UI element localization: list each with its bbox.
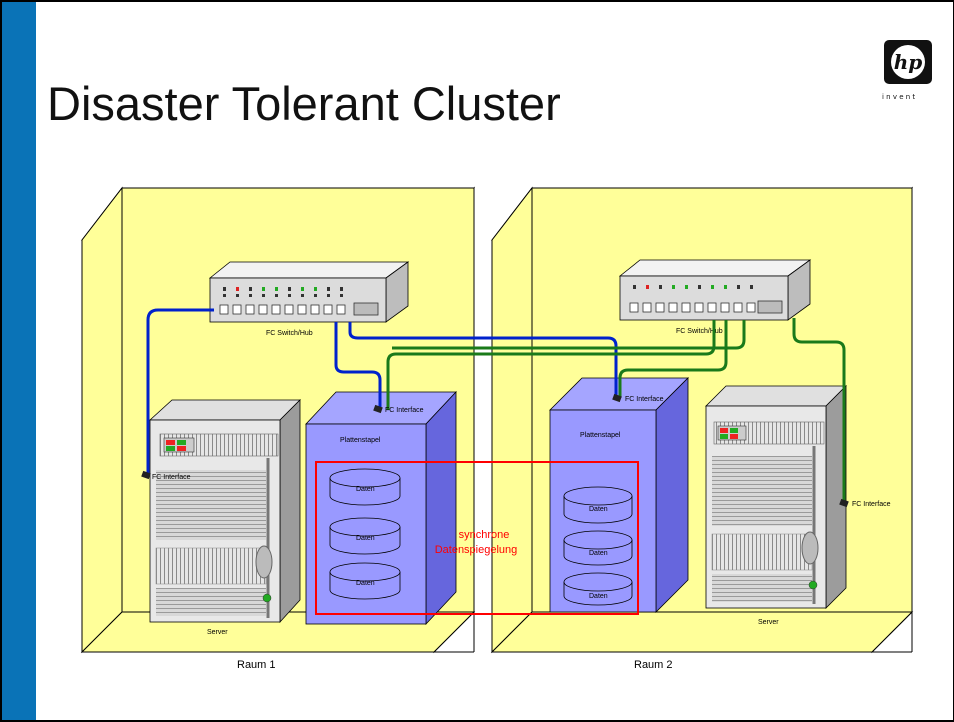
green-cable-disk2 xyxy=(618,320,728,398)
fc-switch-2-label: FC Switch/Hub xyxy=(676,328,723,335)
disk-2-3-label: Daten xyxy=(589,593,608,600)
server-2-label: Server xyxy=(758,619,779,626)
disk-1-3: Daten xyxy=(329,562,401,600)
disk-1-2: Daten xyxy=(329,517,401,555)
disk-1-1: Daten xyxy=(329,468,401,506)
slide-title: Disaster Tolerant Cluster xyxy=(47,77,561,130)
hp-logo-icon: hp i n v e n t xyxy=(882,40,932,101)
green-cable-server2 xyxy=(792,318,846,502)
room-1-label: Raum 1 xyxy=(237,659,276,671)
disk-stack-1: Plattenstapel Daten Daten Daten xyxy=(305,390,457,626)
fc-interface-server-1: FC Interface xyxy=(141,470,191,481)
server-1-label: Server xyxy=(207,629,228,636)
disk-1-1-label: Daten xyxy=(356,486,375,493)
disk-stack-2: Plattenstapel Daten Daten Daten xyxy=(549,377,689,613)
room-2-label: Raum 2 xyxy=(634,659,673,671)
fc-interface-disk-2-label: FC Interface xyxy=(625,396,664,403)
server-1: Server xyxy=(148,399,301,636)
green-cables xyxy=(386,318,846,502)
disk-2-1: Daten xyxy=(563,486,633,524)
fc-switch-1-label: FC Switch/Hub xyxy=(266,330,313,337)
fc-interface-disk-1: FC Interface xyxy=(373,404,424,414)
sync-mirror-line2: Datenspiegelung xyxy=(435,544,518,556)
room-2: Raum 2 FC Switch/Hub Pla xyxy=(490,186,914,671)
sync-mirror-box: synchrone Datenspiegelung xyxy=(315,461,639,615)
disk-2-3: Daten xyxy=(563,572,633,606)
left-accent-bar xyxy=(0,0,36,722)
fc-switch-2: FC Switch/Hub xyxy=(618,259,812,335)
fc-interface-server-2: FC Interface xyxy=(839,498,891,508)
room-1: Raum 1 FC Switch/Hub xyxy=(80,186,476,671)
disk-stack-1-label: Plattenstapel xyxy=(340,437,381,444)
fc-switch-1: FC Switch/Hub xyxy=(208,261,410,337)
fc-interface-disk-1-label: FC Interface xyxy=(385,407,424,414)
disk-2-1-label: Daten xyxy=(589,506,608,513)
blue-cable-disk2 xyxy=(348,322,618,398)
fc-interface-server-1-label: FC Interface xyxy=(152,474,191,481)
server-2: Server xyxy=(705,385,847,626)
green-cable-link xyxy=(392,320,746,350)
hp-logo-tagline: i n v e n t xyxy=(882,93,915,101)
sync-mirror-line1: synchrone xyxy=(459,529,510,541)
blue-cable-disk1 xyxy=(334,322,382,410)
disk-2-2: Daten xyxy=(563,530,633,566)
disk-1-2-label: Daten xyxy=(356,535,375,542)
blue-cable-server1 xyxy=(146,308,214,474)
disk-2-2-label: Daten xyxy=(589,550,608,557)
fc-interface-server-2-label: FC Interface xyxy=(852,501,891,508)
disk-1-3-label: Daten xyxy=(356,580,375,587)
fc-interface-disk-2: FC Interface xyxy=(612,393,664,403)
hp-logo-mark: hp xyxy=(894,50,923,74)
blue-cables xyxy=(146,308,618,474)
disk-stack-2-label: Plattenstapel xyxy=(580,432,621,439)
